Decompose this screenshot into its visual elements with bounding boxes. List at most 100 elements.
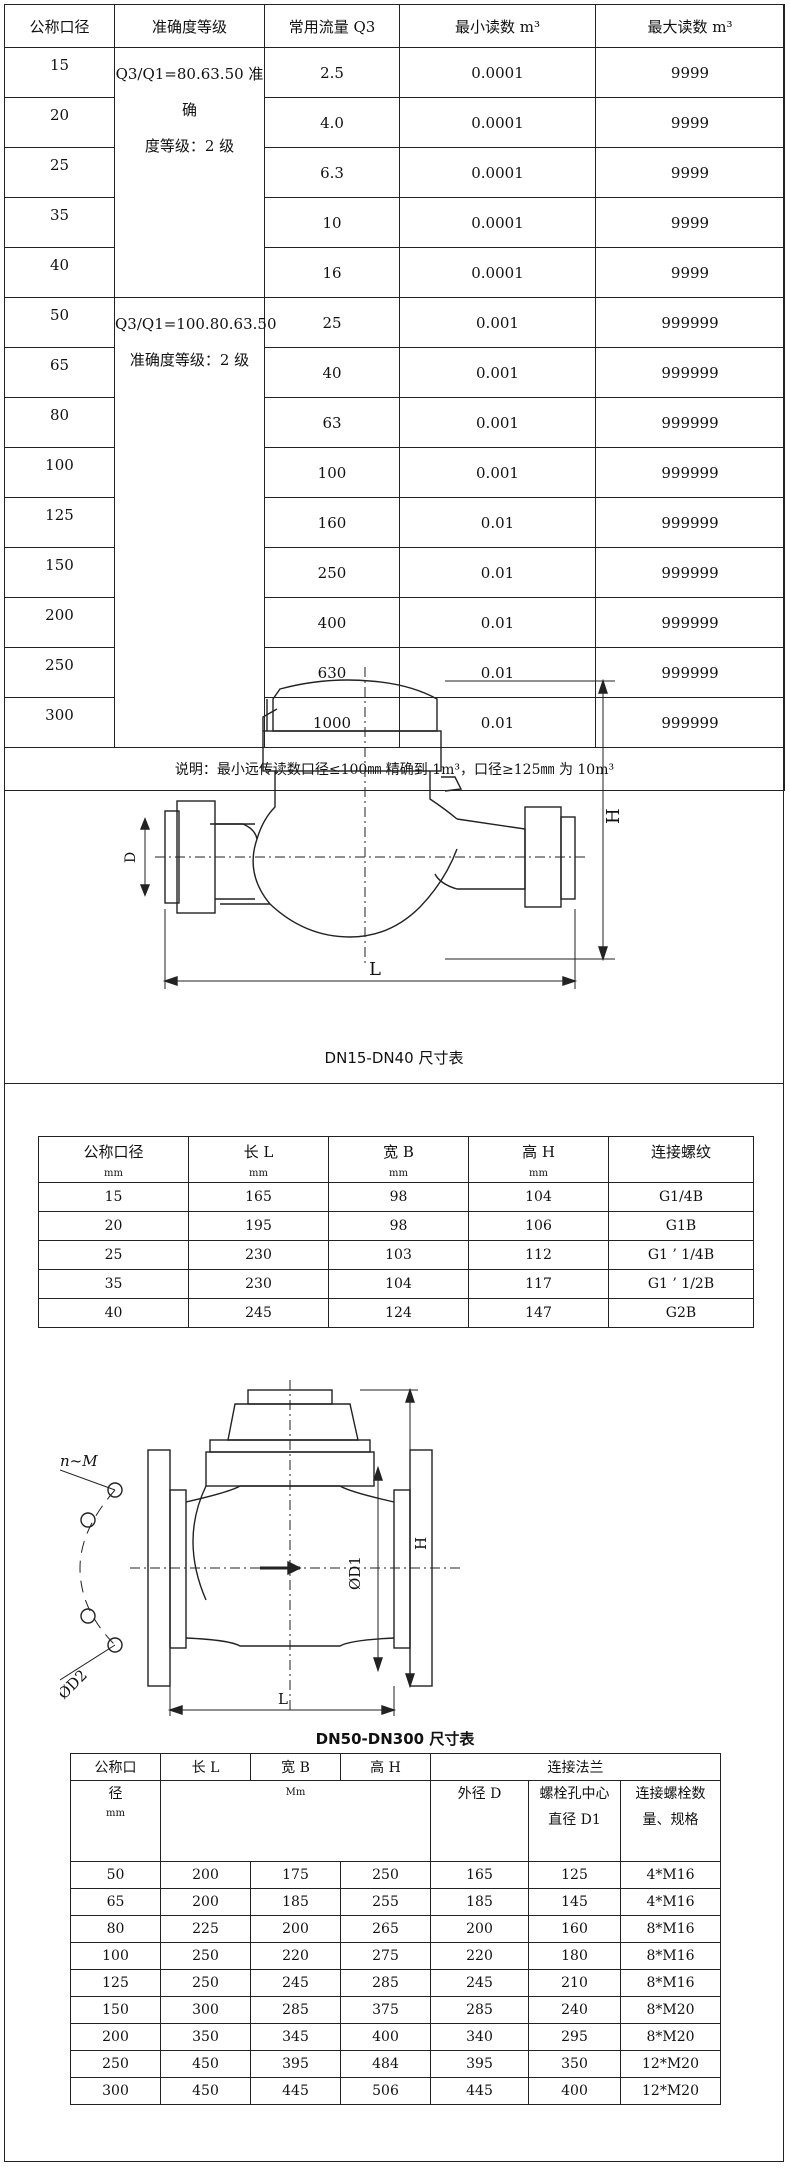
spec-cell-min: 0.0001 — [399, 97, 596, 148]
dim1-cell: 98 — [328, 1211, 469, 1241]
spec-cell-q3: 16 — [264, 247, 400, 298]
dim2-cell: 255 — [340, 1888, 431, 1916]
spec-cell-q3: 6.3 — [264, 147, 400, 198]
spec-header-max: 最大读数 m³ — [595, 4, 785, 48]
dim1-cell: 25 — [38, 1240, 189, 1270]
dim2-cell: 4*M16 — [620, 1888, 721, 1916]
dim2-cell: 185 — [430, 1888, 529, 1916]
spec-accuracy-line: 度等级：2 级 — [144, 137, 235, 155]
meter-side-view-small: L H D — [123, 667, 624, 989]
spec-cell-dn: 15 — [4, 47, 115, 98]
dim2-cell: 445 — [250, 2077, 341, 2105]
spec-header-accuracy: 准确度等级 — [114, 4, 265, 48]
spec-accuracy-line: 准确度等级：2 级 — [129, 351, 250, 369]
dim2-cell: 285 — [250, 1996, 341, 2024]
dim1-unit: mm — [468, 1165, 609, 1183]
spec-cell-min: 0.001 — [399, 347, 596, 398]
dim2-cell: 400 — [528, 2077, 621, 2105]
spec-cell-max: 9999 — [595, 247, 785, 298]
spec-accuracy-line: Q3/Q1=80.63.50 准确 — [115, 65, 264, 119]
spec-cell-q3: 63 — [264, 397, 400, 448]
dim2-header-dn-b: 径 mm — [70, 1780, 161, 1862]
dim2-header-unit: Mm — [160, 1780, 431, 1862]
drawing-dn50-dn300: n~M ØD2 ØD1 H L — [54, 1380, 580, 1720]
dim2-cell: 245 — [250, 1969, 341, 1997]
spec-cell-max: 999999 — [595, 647, 785, 698]
spec-cell-max: 999999 — [595, 497, 785, 548]
dim1-header-thread: 连接螺纹 — [608, 1136, 754, 1183]
dim2-header-dn-b-text: 径 — [108, 1786, 123, 1802]
dim2-cell: 4*M16 — [620, 1861, 721, 1889]
dim1-cell: 104 — [468, 1182, 609, 1212]
dim2-cell: 285 — [340, 1969, 431, 1997]
dim2-cell: 200 — [430, 1915, 529, 1943]
dim2-cell: 300 — [160, 1996, 251, 2024]
dim1-unit-row: mm mm mm mm — [38, 1165, 754, 1183]
dim2-cell: 12*M20 — [620, 2050, 721, 2078]
spec-cell-dn: 150 — [4, 547, 115, 598]
dim2-cell: 395 — [430, 2050, 529, 2078]
spec-cell-max: 999999 — [595, 547, 785, 598]
spec-cell-max: 999999 — [595, 697, 785, 748]
dim2-cell: 8*M16 — [620, 1915, 721, 1943]
spec-cell-min: 0.0001 — [399, 47, 596, 98]
spec-cell-q3: 40 — [264, 347, 400, 398]
drawing2-caption: DN50-DN300 尺寸表 — [315, 1730, 475, 1748]
spec-cell-max: 999999 — [595, 597, 785, 648]
spec-header-dn: 公称口径 — [4, 4, 115, 48]
spec-header-q3: 常用流量 Q3 — [264, 4, 400, 48]
dim2-cell: 80 — [70, 1915, 161, 1943]
spec-header-min: 最小读数 m³ — [399, 4, 596, 48]
dim1-cell: 165 — [188, 1182, 329, 1212]
dim2-cell: 265 — [340, 1915, 431, 1943]
dim1-label-d: D — [123, 852, 139, 863]
dim2-cell: 65 — [70, 1888, 161, 1916]
dim2-cell: 400 — [340, 2023, 431, 2051]
dim1-cell: 245 — [188, 1298, 329, 1328]
dim2-cell: 125 — [528, 1861, 621, 1889]
dim2-cell: 245 — [430, 1969, 529, 1997]
dim2-cell: 484 — [340, 2050, 431, 2078]
spec-cell-dn: 20 — [4, 97, 115, 148]
dim2-cell: 345 — [250, 2023, 341, 2051]
spec-cell-dn: 125 — [4, 497, 115, 548]
dim2-cell: 125 — [70, 1969, 161, 1997]
spec-cell-dn: 65 — [4, 347, 115, 398]
dim1-cell: 195 — [188, 1211, 329, 1241]
dim2-label-od2: ØD2 — [60, 1666, 91, 1703]
spec-cell-dn: 25 — [4, 147, 115, 198]
dim2-cell: 200 — [250, 1915, 341, 1943]
dim1-header-dn: 公称口径 — [38, 1136, 189, 1165]
spec-cell-min: 0.001 — [399, 397, 596, 448]
dim2-cell: 506 — [340, 2077, 431, 2105]
dim2-header-bolt-circle: 螺栓孔中心直径 D1 — [528, 1780, 621, 1862]
dim2-header-flange: 连接法兰 — [430, 1753, 721, 1781]
dim2-cell: 8*M20 — [620, 1996, 721, 2024]
dim2-cell: 375 — [340, 1996, 431, 2024]
dim2-header-dn-unit: mm — [106, 1808, 125, 1819]
dim2-cell: 8*M20 — [620, 2023, 721, 2051]
spec-cell-max: 9999 — [595, 147, 785, 198]
dim2-cell: 220 — [430, 1942, 529, 1970]
dim2-cell: 145 — [528, 1888, 621, 1916]
drawing-dn15-dn40: L H D DN15-DN40 尺寸表 — [4, 659, 784, 1084]
dim2-cell: 450 — [160, 2077, 251, 2105]
dim1-cell: G1B — [608, 1211, 754, 1241]
dim2-cell: 12*M20 — [620, 2077, 721, 2105]
dim2-cell: 8*M16 — [620, 1969, 721, 1997]
dim1-cell: 124 — [328, 1298, 469, 1328]
